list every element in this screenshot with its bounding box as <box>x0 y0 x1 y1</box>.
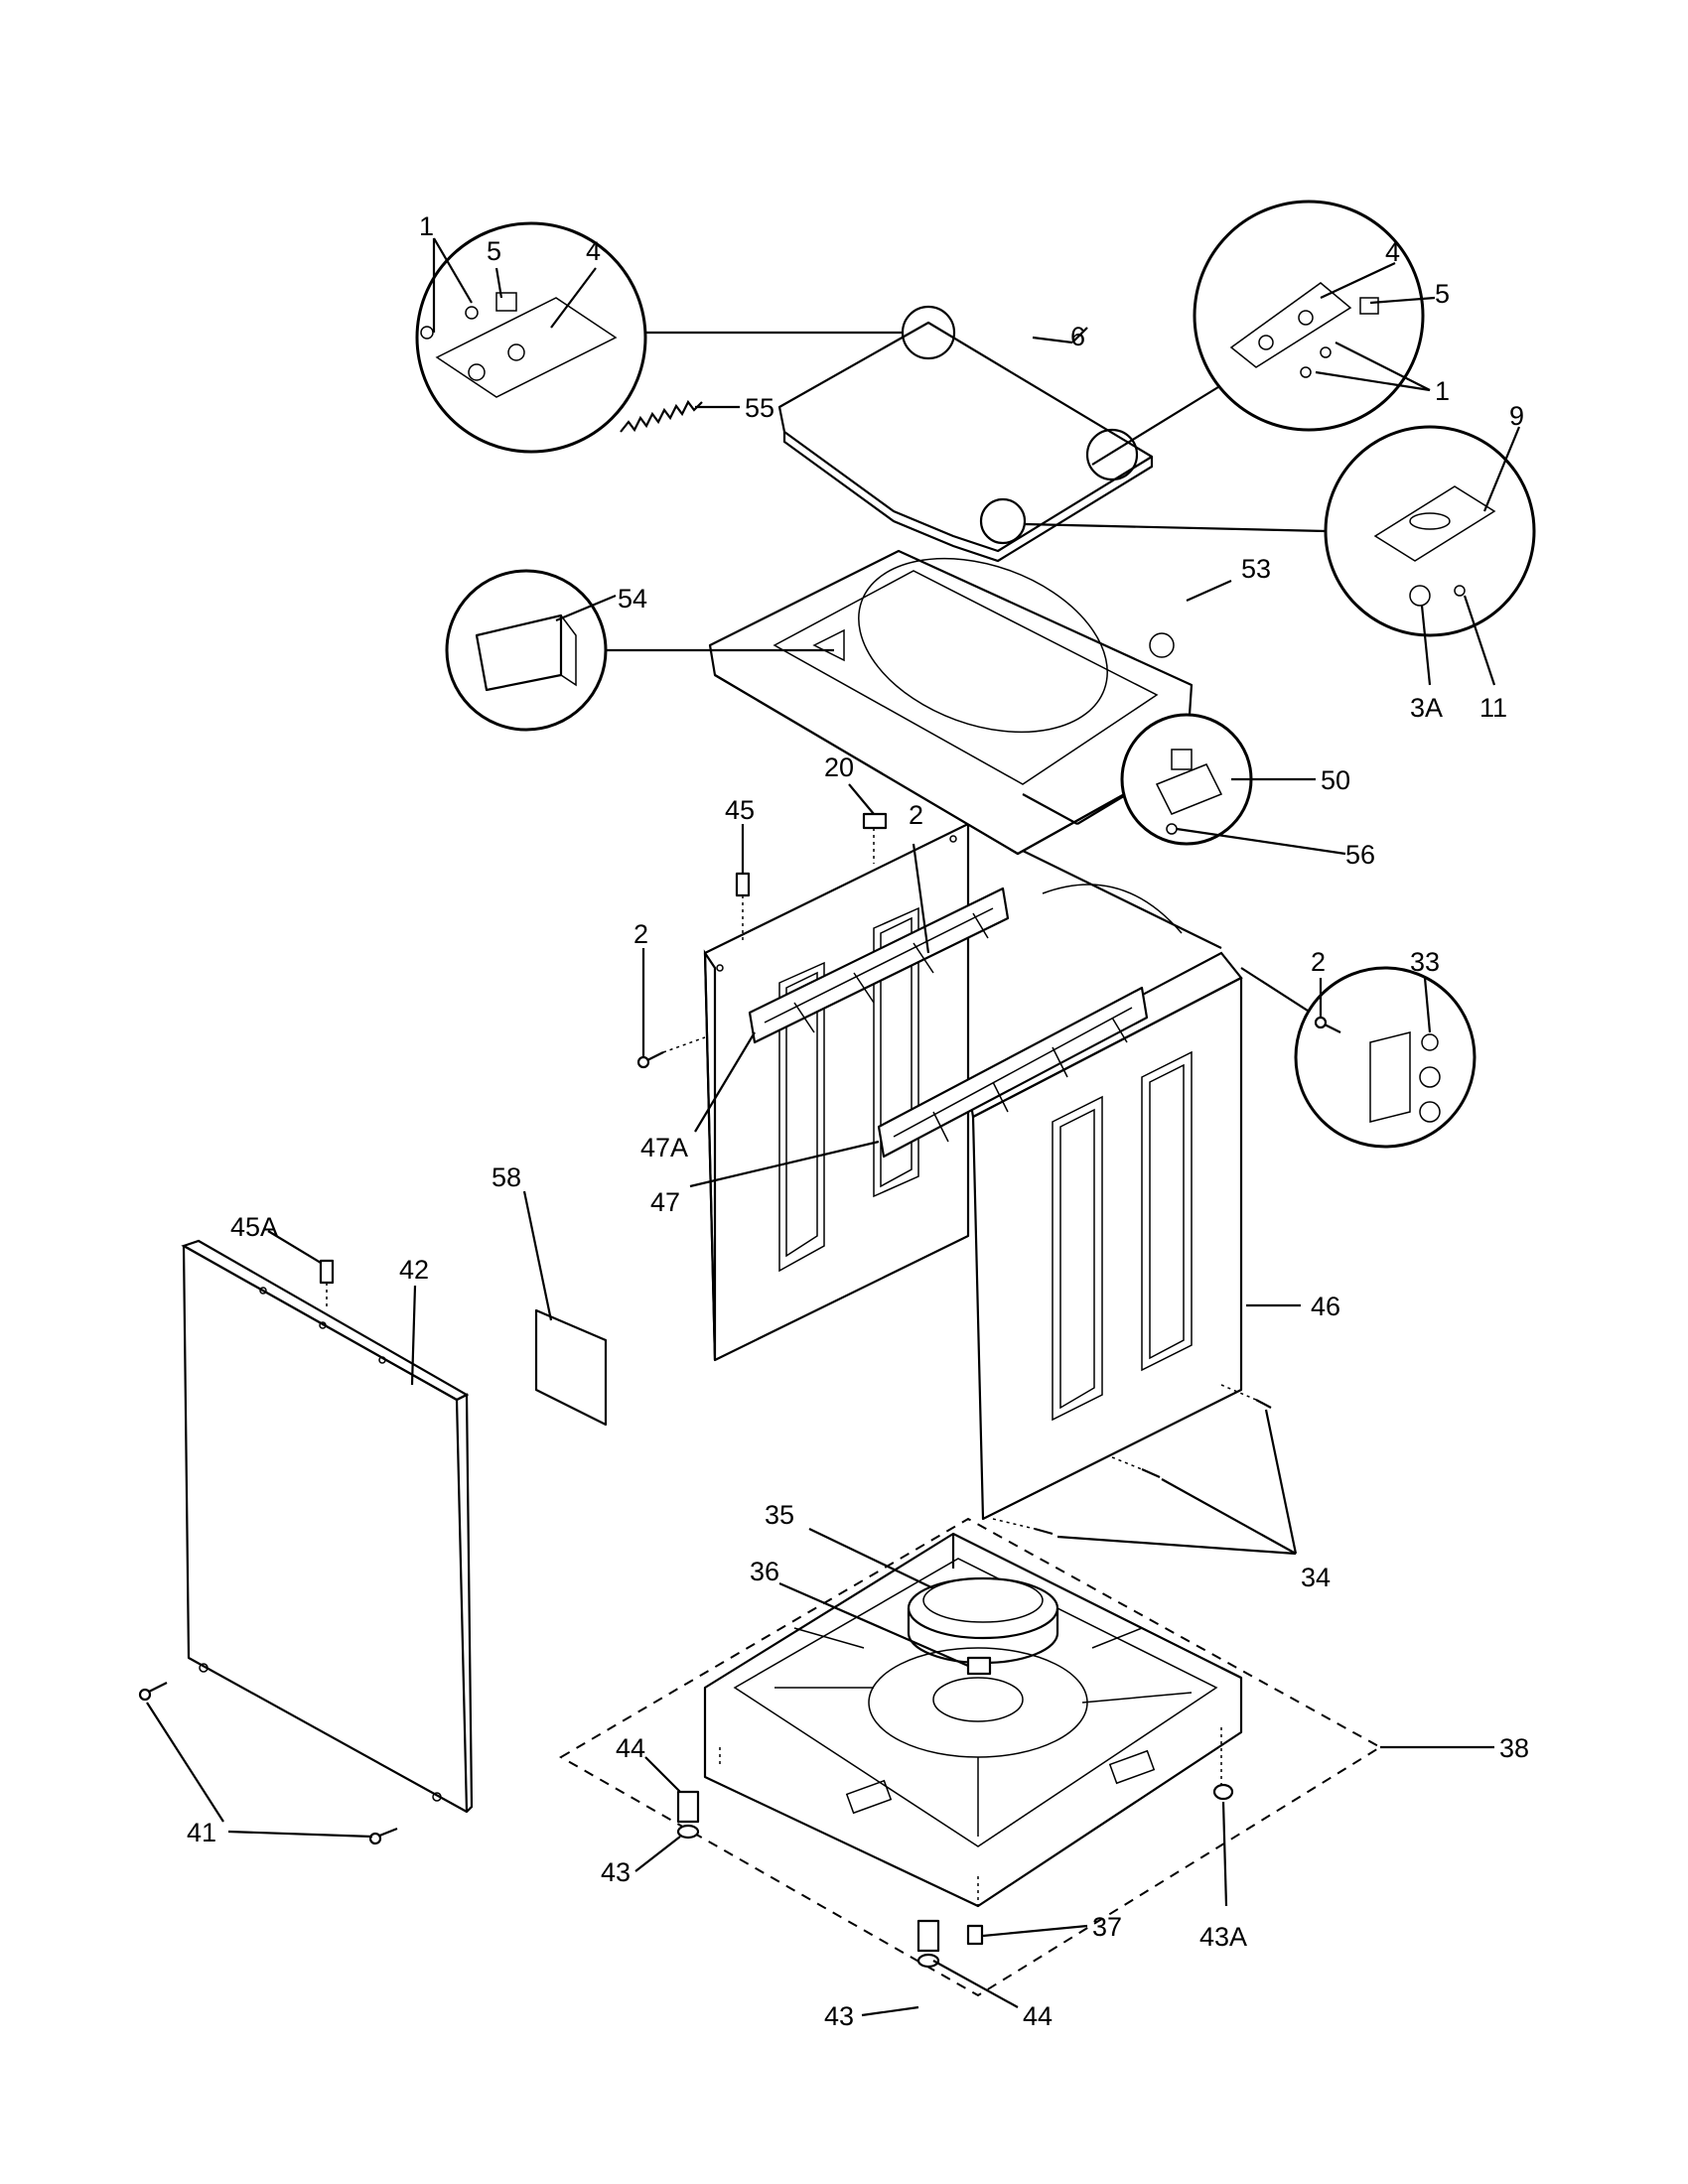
callout-44: 44 <box>616 1733 645 1763</box>
leader-lines <box>146 237 1521 2017</box>
callout-43: 43 <box>601 1857 631 1887</box>
part-plate <box>966 1656 992 1676</box>
detail-hinge-rear <box>1024 425 1536 637</box>
callout-5: 5 <box>1435 279 1450 309</box>
callout-55: 55 <box>745 393 774 423</box>
callout-33: 33 <box>1410 947 1440 977</box>
plug-45A <box>319 1259 335 1310</box>
part-label <box>534 1308 608 1427</box>
callout-42: 42 <box>399 1255 429 1285</box>
callout-47: 47 <box>650 1187 680 1217</box>
leveling-leg-left <box>676 1790 700 1840</box>
callout-58: 58 <box>492 1162 521 1192</box>
part-ring <box>907 1576 1059 1665</box>
callout-34: 34 <box>1301 1563 1331 1592</box>
callout-4: 4 <box>586 236 601 266</box>
detail-water-valve <box>1240 966 1477 1149</box>
callout-9: 9 <box>1509 401 1524 431</box>
callout-3A: 3A <box>1410 693 1443 723</box>
callout-45A: 45A <box>230 1212 278 1242</box>
callout-20: 20 <box>824 752 854 782</box>
detail-hinge-left <box>415 221 904 454</box>
cross-brace-bottom <box>877 986 1149 1159</box>
part-spring <box>620 399 703 433</box>
callout-11: 11 <box>1479 693 1507 723</box>
top-console <box>708 549 1194 856</box>
back-panel <box>703 822 970 1362</box>
detail-bleach-cup <box>445 569 834 732</box>
callout-41: 41 <box>187 1818 216 1847</box>
screw-2-left <box>636 1036 706 1069</box>
callout-54: 54 <box>618 584 647 614</box>
foot-43A <box>1212 1783 1234 1801</box>
side-panel <box>966 823 1243 1521</box>
callout-labels: 1 5 4 55 6 4 5 1 9 54 53 3A 11 20 45 2 5… <box>187 211 1529 2031</box>
callout-5: 5 <box>487 236 501 266</box>
screw-41-bottom <box>368 1827 398 1845</box>
callout-46: 46 <box>1311 1292 1340 1321</box>
lid-hinge-marker-rear <box>979 497 1027 545</box>
callout-56: 56 <box>1345 840 1375 870</box>
clip-20 <box>862 812 888 864</box>
callout-2: 2 <box>1311 947 1326 977</box>
callout-43A: 43A <box>1199 1922 1247 1952</box>
screws-34 <box>992 1384 1272 1536</box>
callout-35: 35 <box>765 1500 794 1530</box>
leveling-leg-front <box>916 1919 984 1969</box>
lid <box>777 321 1154 563</box>
callout-44: 44 <box>1023 2001 1053 2031</box>
callout-6: 6 <box>1070 322 1085 351</box>
callout-43: 43 <box>824 2001 854 2031</box>
callout-1: 1 <box>419 211 434 241</box>
callout-53: 53 <box>1241 554 1271 584</box>
detail-hinge-right <box>1091 200 1425 466</box>
callout-2: 2 <box>909 800 923 830</box>
plug-45 <box>735 872 751 943</box>
callout-47A: 47A <box>640 1133 688 1162</box>
front-panel <box>181 1239 474 1814</box>
callout-50: 50 <box>1321 765 1350 795</box>
callout-4: 4 <box>1385 237 1400 267</box>
lid-hinge-marker-right <box>1085 428 1139 481</box>
screw-41-top <box>138 1682 168 1702</box>
callout-1: 1 <box>1435 376 1450 406</box>
base-dashed-outline <box>559 1517 1382 1997</box>
callout-37: 37 <box>1092 1912 1122 1942</box>
callout-38: 38 <box>1499 1733 1529 1763</box>
callout-36: 36 <box>750 1557 779 1586</box>
callout-45: 45 <box>725 795 755 825</box>
cross-brace-top <box>748 887 1010 1044</box>
base-pan <box>703 1532 1243 1911</box>
callout-2: 2 <box>633 919 648 949</box>
